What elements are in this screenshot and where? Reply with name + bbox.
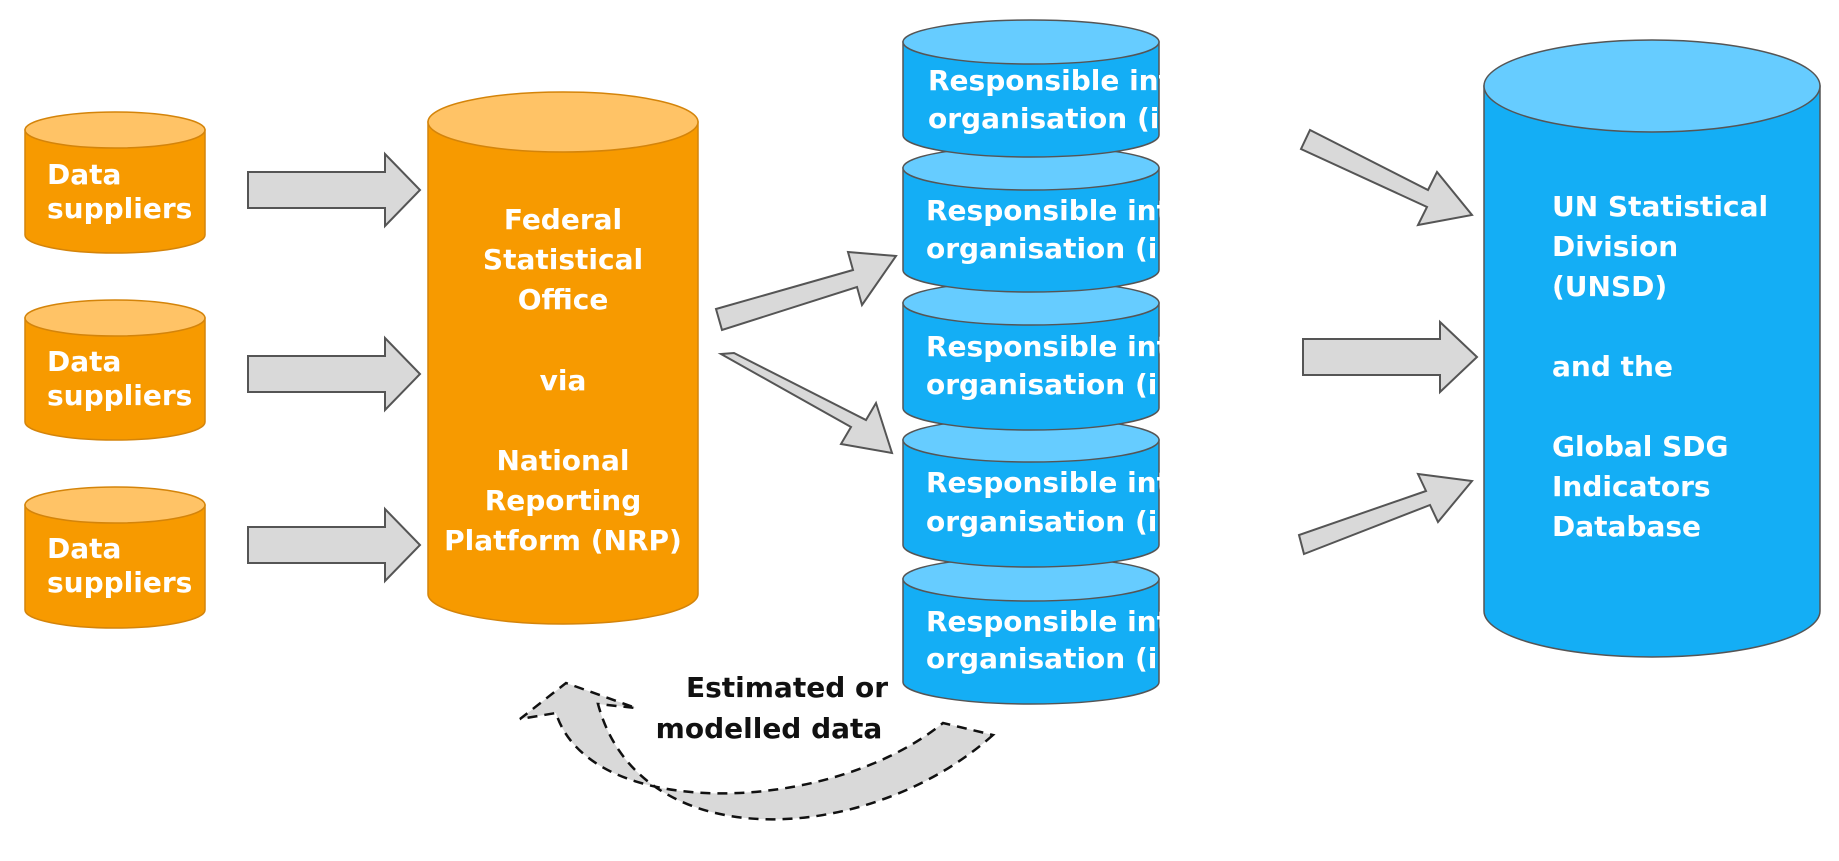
organisation-label-line1: Responsible internat. xyxy=(926,330,1266,363)
data-supplier-1: Data suppliers xyxy=(24,111,206,254)
organisation-label-line1: Responsible internat. xyxy=(928,64,1268,97)
organisation-label-line1: Responsible internat. xyxy=(926,466,1266,499)
arrow-federal-to-organisations-upper xyxy=(714,250,898,332)
data-supplier-3: Data suppliers xyxy=(24,486,206,629)
unsd-label-line: and the xyxy=(1552,350,1673,383)
arrow-supplier-2-to-federal xyxy=(247,335,422,413)
data-supplier-label-line1: Data xyxy=(47,532,121,565)
unsd-label-line: Division xyxy=(1552,230,1678,263)
federal-label-line: National xyxy=(497,444,630,477)
arrow-supplier-3-to-federal xyxy=(247,506,422,584)
feedback-label-line2: modelled data xyxy=(656,712,883,745)
organisation-imf: Responsible internat. organisation (i.e.… xyxy=(902,280,1278,431)
federal-label-line: Reporting xyxy=(485,484,642,517)
federal-statistical-office: Federal Statistical Office via National … xyxy=(427,91,699,625)
data-supplier-2: Data suppliers xyxy=(24,299,206,441)
organisation-label-line2: organisation (i.e. FAO) xyxy=(926,232,1282,265)
organisation-who: Responsible internat. organisation (i.e.… xyxy=(902,19,1300,158)
federal-label-line: Office xyxy=(518,283,609,316)
unsd-label-line: Indicators xyxy=(1552,470,1711,503)
federal-label-line: Federal xyxy=(504,203,622,236)
feedback-curved-arrow xyxy=(519,681,996,821)
feedback-label-line1: Estimated or xyxy=(686,671,888,704)
arrow-organisations-to-unsd-lower xyxy=(1297,472,1474,556)
unsd-global-sdg-database: UN Statistical Division (UNSD) and the G… xyxy=(1483,39,1821,658)
data-supplier-label-line1: Data xyxy=(47,158,121,191)
organisation-label-line1: Responsible internat. xyxy=(926,194,1266,227)
organisation-label-line2: organisation (i.e. WHO) xyxy=(928,102,1300,135)
unsd-label-line: Global SDG xyxy=(1552,430,1729,463)
federal-label-line: Platform (NRP) xyxy=(444,524,682,557)
arrow-organisations-to-unsd-middle xyxy=(1302,319,1479,395)
federal-label-line: Statistical xyxy=(483,243,643,276)
organisation-label-line2: organisation (i.e. IMF) xyxy=(926,368,1278,401)
organisation-label-line1: Responsible internat. xyxy=(926,605,1266,638)
organisation-label-line2: organisation (i.e. OECD) xyxy=(926,642,1307,675)
data-supplier-label-line2: suppliers xyxy=(47,192,192,225)
data-supplier-label-line2: suppliers xyxy=(47,379,192,412)
federal-label-line: via xyxy=(540,364,587,397)
arrow-organisations-to-unsd-upper xyxy=(1299,128,1474,227)
organisation-oecd: Responsible internat. organisation (i.e.… xyxy=(902,556,1307,705)
arrow-federal-to-organisations-lower xyxy=(717,351,894,455)
unsd-label-line: UN Statistical xyxy=(1552,190,1768,223)
arrow-supplier-1-to-federal xyxy=(247,151,422,229)
organisation-fao: Responsible internat. organisation (i.e.… xyxy=(902,145,1282,293)
data-supplier-label-line1: Data xyxy=(47,345,121,378)
unsd-label-line: Database xyxy=(1552,510,1701,543)
data-supplier-label-line2: suppliers xyxy=(47,566,192,599)
unsd-label-line: (UNSD) xyxy=(1552,270,1667,303)
organisation-unep: Responsible internat. organisation (i.e.… xyxy=(902,417,1306,568)
organisation-label-line2: organisation (i.e. UNEP) xyxy=(926,505,1306,538)
